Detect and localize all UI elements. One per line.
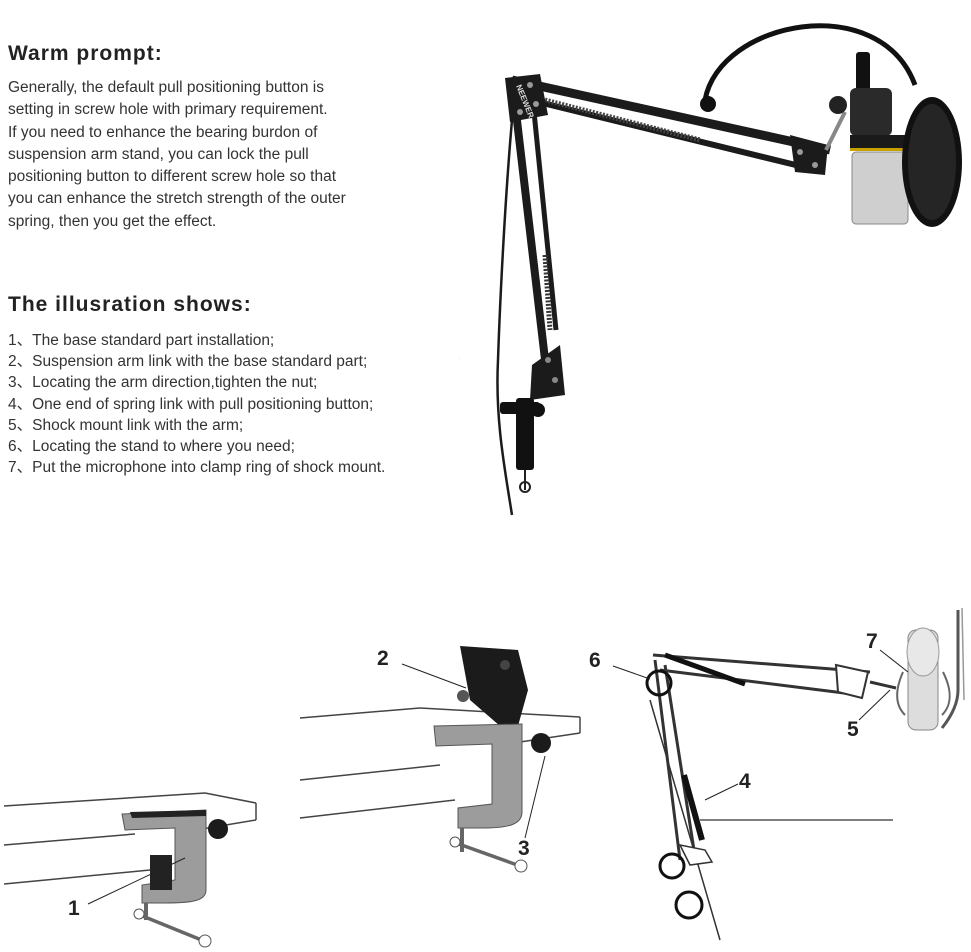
callout-3: 3 xyxy=(518,837,530,860)
list-item: 6、Locating the stand to where you need; xyxy=(8,438,295,456)
list-item: 4、One end of spring link with pull posit… xyxy=(8,395,374,413)
callout-7: 7 xyxy=(866,630,878,653)
warm-prompt-body: Generally, the default pull positioning … xyxy=(8,79,346,230)
list-item: 5、Shock mount link with the arm; xyxy=(8,416,244,434)
callout-6: 6 xyxy=(589,649,601,672)
callout-5: 5 xyxy=(847,718,859,741)
list-item: 7、Put the microphone into clamp ring of … xyxy=(8,459,386,477)
steps-list: 1、The base standard part installation; 2… xyxy=(8,330,468,478)
callout-2: 2 xyxy=(377,647,389,670)
warm-prompt-title: Warm prompt: xyxy=(8,42,163,65)
list-item: 3、Locating the arm direction,tighten the… xyxy=(8,374,318,392)
callout-4: 4 xyxy=(739,770,751,793)
list-item: 2、Suspension arm link with the base stan… xyxy=(8,353,368,371)
illustration-title: The illusration shows: xyxy=(8,293,252,316)
svg-text:·: · xyxy=(458,356,460,362)
list-item: 1、The base standard part installation; xyxy=(8,332,275,349)
callout-1: 1 xyxy=(68,897,80,920)
